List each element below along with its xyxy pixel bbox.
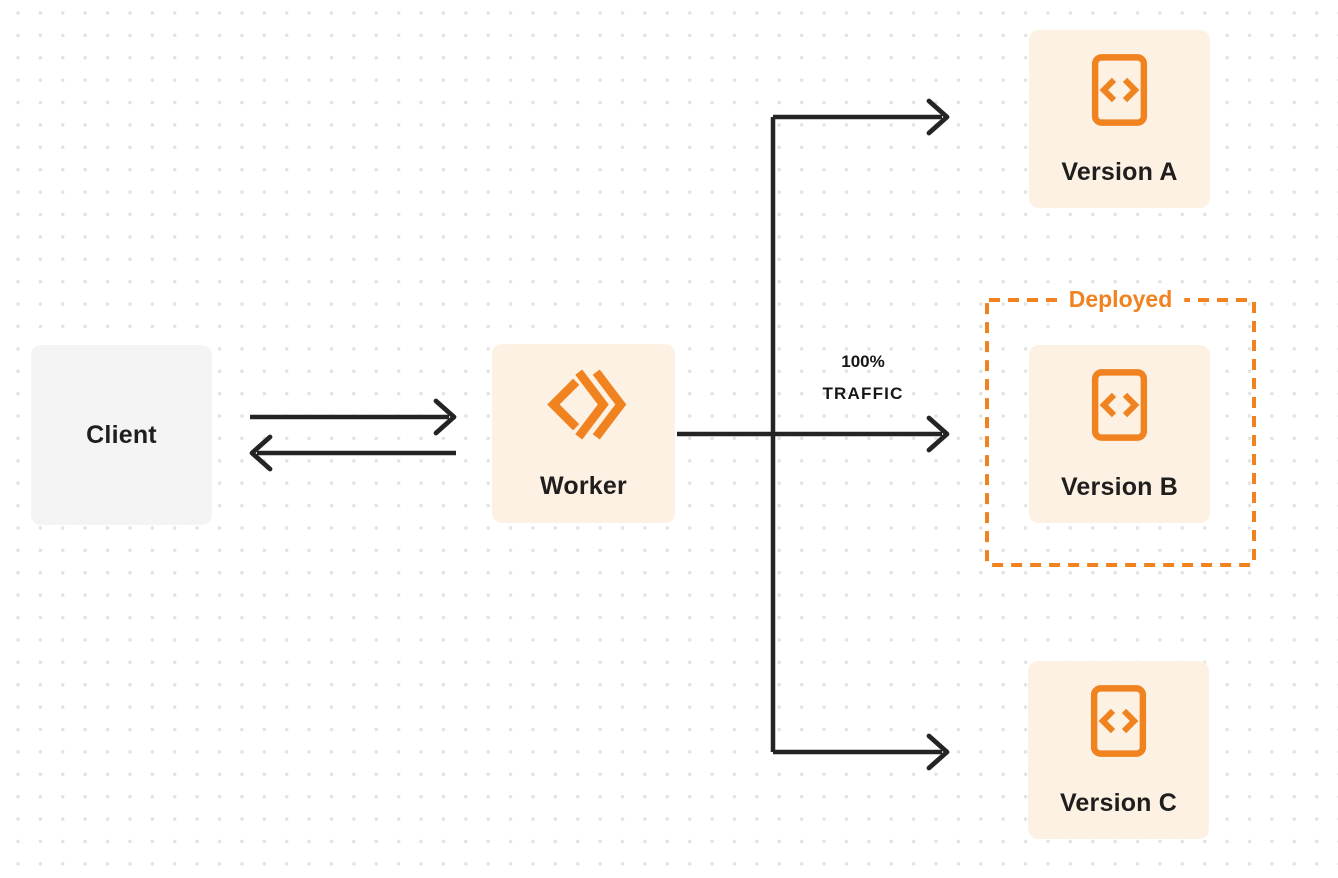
version-c-node: Version C	[1028, 661, 1209, 839]
right-arrowhead-icon	[926, 98, 950, 136]
deployed-group: Deployed	[985, 286, 1256, 567]
right-arrowhead-icon	[926, 733, 950, 771]
version-b-node: Version B	[1029, 345, 1210, 523]
version-a-node: Version A	[1029, 30, 1210, 208]
code-file-icon	[1091, 368, 1148, 447]
traffic-percent-text: 100%	[841, 352, 885, 371]
left-arrowhead-icon	[249, 434, 273, 472]
traffic-word-text: TRAFFIC	[822, 384, 904, 403]
right-arrowhead-icon	[433, 398, 457, 436]
deployed-group-label: Deployed	[1056, 286, 1185, 313]
version-a-node-label: Version A	[1061, 158, 1178, 186]
code-file-icon	[1090, 684, 1147, 763]
traffic-percentage-label: 100% TRAFFIC	[822, 352, 903, 404]
worker-node-label: Worker	[540, 472, 627, 500]
version-c-node-label: Version C	[1059, 789, 1178, 817]
client-node-label: Client	[86, 420, 157, 449]
worker-node: Worker	[492, 344, 675, 523]
code-file-icon	[1091, 53, 1148, 132]
right-arrowhead-icon	[926, 415, 950, 453]
client-node: Client	[31, 345, 212, 525]
version-b-node-label: Version B	[1060, 473, 1179, 501]
workers-logo-icon	[542, 364, 626, 450]
